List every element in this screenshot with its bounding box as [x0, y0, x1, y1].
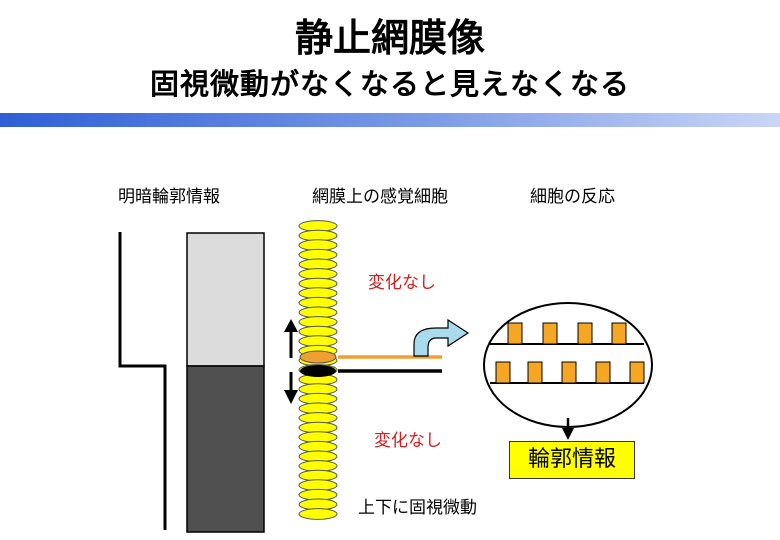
light-region: [186, 232, 265, 367]
no-change-bottom-label: 変化なし: [374, 431, 442, 451]
spike-train-bottom: [495, 361, 645, 384]
transfer-arrow: [413, 318, 470, 357]
contour-info-box: 輪郭情報: [509, 441, 635, 479]
receptor-cell-stack: [298, 220, 338, 520]
spike: [611, 322, 627, 345]
slide-subtitle: 固視微動がなくなると見えなくなる: [149, 67, 630, 101]
stimulated-receptor-cell: [299, 350, 337, 364]
spike: [629, 361, 645, 384]
contour-label: 明暗輪郭情報: [118, 187, 220, 207]
spike: [527, 361, 543, 384]
receptor-cell: [298, 508, 338, 520]
down-arrow: [284, 372, 298, 404]
no-change-top-label: 変化なし: [368, 273, 436, 293]
spike: [561, 361, 577, 384]
dark-receptor-cell: [300, 365, 336, 377]
spike: [577, 322, 593, 345]
up-arrow: [284, 319, 298, 358]
receptors-label: 網膜上の感覚細胞: [312, 187, 448, 207]
spike: [507, 322, 523, 345]
luminance-profile-line: [118, 232, 167, 530]
response-label: 細胞の反応: [530, 187, 615, 207]
spike-train-top: [507, 322, 627, 345]
title-banner: [0, 113, 780, 127]
spike: [495, 361, 511, 384]
dark-region: [186, 365, 265, 533]
spike: [595, 361, 611, 384]
output-arrow-head: [562, 428, 574, 440]
spike: [542, 322, 558, 345]
slide-title: 静止網膜像: [294, 16, 485, 60]
eye-movement-label: 上下に固視微動: [358, 498, 477, 518]
